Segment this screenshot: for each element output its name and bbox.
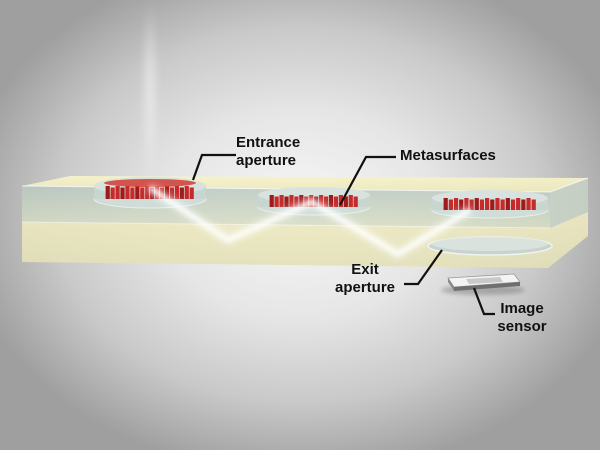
nanopillar <box>279 195 284 207</box>
nanopillar <box>516 198 521 210</box>
exit-aperture-label-line1: Exit <box>351 261 379 278</box>
nanopillar <box>269 195 274 207</box>
image-sensor-label-line1: Image <box>500 300 544 317</box>
nanopillar-array-3 <box>443 198 536 210</box>
nanopillar <box>495 198 500 210</box>
leader-sensor <box>472 287 495 316</box>
leader-entrance <box>191 153 236 181</box>
metasurfaces-label: Metasurfaces <box>400 147 496 164</box>
nanopillar <box>284 196 289 207</box>
nanopillar <box>479 199 485 210</box>
image-sensor-chip-icon <box>441 273 525 295</box>
nanopillar <box>469 199 474 210</box>
nanopillar <box>110 187 115 199</box>
exit-aperture-label: Exit aperture <box>330 261 400 297</box>
nanopillar <box>485 198 490 210</box>
nanopillar <box>289 195 294 207</box>
leader-exit <box>404 249 443 286</box>
nanopillar <box>179 187 184 199</box>
metasurface-right <box>431 190 549 219</box>
nanopillar <box>459 199 464 210</box>
nanopillar <box>353 196 358 207</box>
nanopillar <box>323 196 329 207</box>
nanopillar <box>510 199 516 210</box>
nanopillar <box>333 196 339 207</box>
nanopillar <box>105 186 110 199</box>
entrance-aperture-label: Entrance aperture <box>236 134 300 170</box>
nanopillar <box>115 186 120 199</box>
nanopillar <box>164 186 170 199</box>
image-sensor-label: Image sensor <box>491 300 553 336</box>
nanopillar <box>140 187 145 199</box>
nanopillar <box>184 186 189 199</box>
exit-aperture-label-line2: aperture <box>334 279 396 296</box>
nanopillar <box>169 187 175 199</box>
nanopillar <box>174 186 179 199</box>
nanopillar <box>500 199 505 210</box>
nanopillar <box>120 187 125 199</box>
entrance-aperture-label-line1: Entrance <box>236 134 301 151</box>
nanopillar <box>189 187 194 199</box>
nanopillar <box>464 198 469 210</box>
nanopillar <box>125 186 130 199</box>
nanopillar <box>443 198 448 210</box>
leader-lines <box>191 153 495 316</box>
nanopillar <box>299 195 304 207</box>
nanopillar-array-2 <box>269 195 358 207</box>
leader-metasurfaces <box>339 155 396 206</box>
nanopillar <box>490 199 495 210</box>
nanopillar <box>505 198 510 210</box>
nanopillar <box>448 199 453 210</box>
nanopillar <box>328 195 334 207</box>
entrance-aperture-label-line2: aperture <box>236 152 297 169</box>
image-sensor-label-line2: sensor <box>497 318 547 335</box>
nanopillar <box>474 198 479 210</box>
nanopillar <box>526 198 531 210</box>
nanopillar <box>521 199 526 210</box>
nanopillar <box>130 187 135 199</box>
nanopillar <box>319 195 324 207</box>
light-path <box>142 0 484 276</box>
nanopillar <box>453 198 459 210</box>
nanopillar <box>348 195 353 207</box>
exit-aperture-disc <box>427 236 553 256</box>
nanopillar <box>294 196 299 207</box>
nanopillar <box>135 186 140 199</box>
nanopillar <box>274 196 279 207</box>
nanopillar <box>145 186 150 199</box>
nanopillar <box>338 195 343 207</box>
nanopillar <box>343 196 348 207</box>
nanopillar <box>531 199 536 210</box>
